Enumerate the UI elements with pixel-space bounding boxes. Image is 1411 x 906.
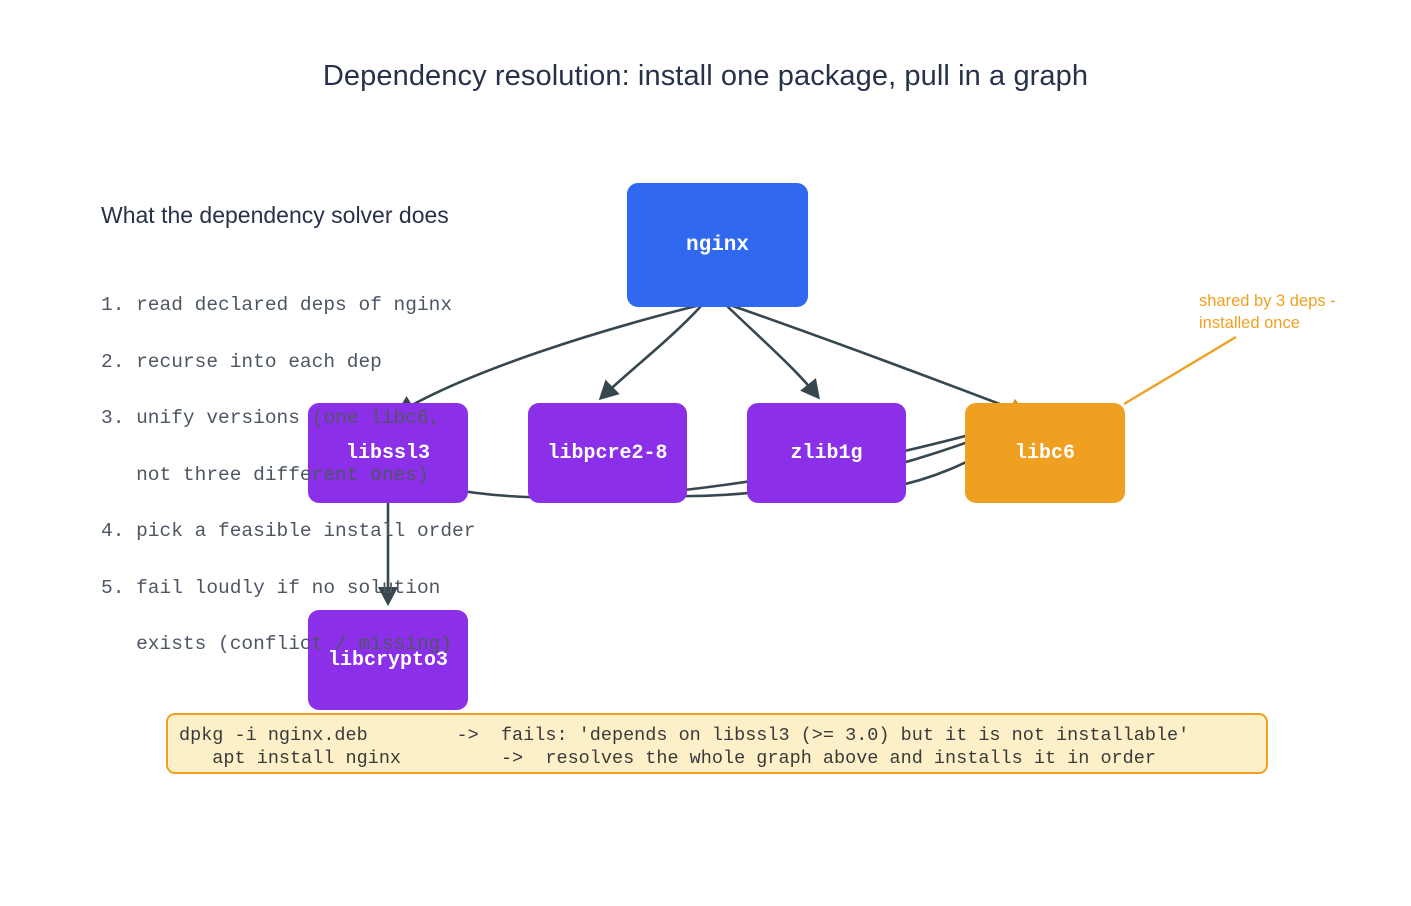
command-line-2: apt install nginx -> resolves the whole … [179,748,1156,770]
page-title: Dependency resolution: install one packa… [322,60,1089,92]
node-nginx[interactable]: nginx [627,183,808,307]
node-label: libssl3 [345,441,430,465]
node-label: libc6 [1014,441,1075,465]
solver-step-2: 2. recurse into each dep [101,350,382,373]
command-line-1: dpkg -i nginx.deb -> fails: 'depends on … [179,725,1190,746]
node-label: libpcre2-8 [547,441,668,465]
edge-nginx-libc6 [729,303,1029,418]
edge-nginx-libssl3 [395,303,701,415]
annotation-line-2: installed once [1199,313,1300,332]
node-libssl3[interactable]: libssl3 [308,403,468,503]
solver-step-3: 3. unify versions (one libc6, [101,407,441,429]
node-libcrypto3[interactable]: libcrypto3 [308,610,468,710]
node-label: nginx [685,233,749,257]
solver-step-7: exists (conflict / missing) [101,633,453,655]
node-zlib1g[interactable]: zlib1g [747,403,906,503]
solver-step-4: not three different ones) [101,463,429,486]
node-libc6[interactable]: libc6 [965,403,1125,503]
solver-step-1: 1. read declared deps of nginx [101,294,453,316]
node-label: zlib1g [790,441,863,465]
solver-step-6: 5. fail loudly if no solution [101,576,441,599]
command-example-box: dpkg -i nginx.deb -> fails: 'depends on … [166,713,1268,774]
annotation-leader-line [1123,335,1237,406]
node-libpcre2-8[interactable]: libpcre2-8 [528,403,687,503]
solver-steps-list: 1. read declared deps of nginx 2. recurse… [101,294,531,692]
shared-dependency-annotation: shared by 3 deps - installed once [1199,291,1399,335]
annotation-line-1: shared by 3 deps - [1199,292,1336,310]
panel-heading: What the dependency solver does [101,202,449,228]
node-label: libcrypto3 [327,648,449,672]
solver-step-5: 4. pick a feasible install order [101,520,476,542]
edge-libssl3-libc6 [439,414,1027,499]
edge-nginx-zlib1g [725,304,820,400]
edge-nginx-libpcre2 [598,304,703,401]
